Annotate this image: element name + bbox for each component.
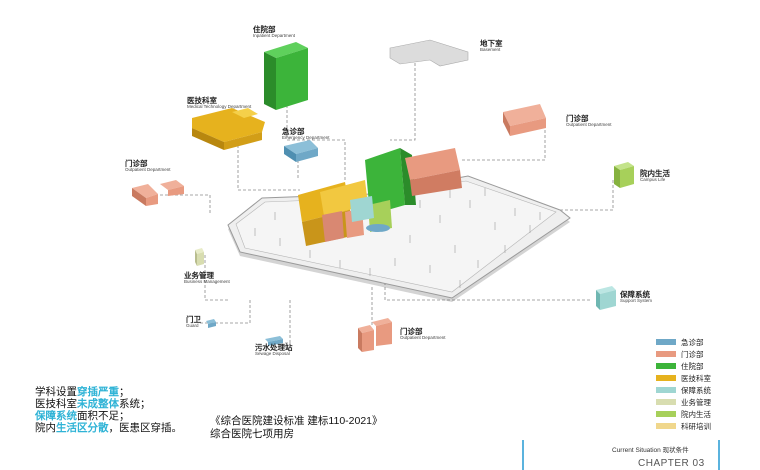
note-highlight: 生活区分散 [56,422,109,434]
label-outpatient-right-zh: 门诊部 [566,114,589,123]
label-basement-en: Basement [480,46,501,52]
label-business-en: Business Management [184,278,230,284]
label-outpatient-bottom-zh: 门诊部 [400,327,423,336]
label-inpatient: 住院部 Inpatient Department [253,26,295,39]
label-support-zh: 保障系统 [620,290,650,299]
label-outpatient-right: 门诊部 Outpatient Department [566,115,612,128]
legend-label: 住院部 [681,361,704,371]
legend-swatch [656,351,676,357]
label-outpatient-right-en: Outpatient Department [566,121,612,127]
note-line: 学科设置穿插严重； [35,386,182,398]
outpatient-left-building [132,180,184,206]
label-basement: 地下室 Basement [480,40,503,53]
label-outpatient-bottom-en: Outpatient Department [400,334,446,340]
legend-item: 医技科室 [656,372,711,384]
legend-item: 科研培训 [656,420,711,432]
legend-item: 保障系统 [656,384,711,396]
label-guard-zh: 门卫 [186,315,201,324]
legend-swatch [656,387,676,393]
label-medtech-zh: 医技科室 [187,96,217,105]
note-line: 院内生活区分散，医患区穿插。 [35,422,182,434]
label-medtech: 医技科室 Medical Technology Department [187,97,251,110]
emergency-building [284,140,318,162]
footer-divider-right [718,440,720,470]
outpatient-right-building [503,104,546,136]
color-legend: 急诊部 门诊部 住院部 医技科室 保障系统 业务管理 院内生活 科研培训 [656,336,711,432]
legend-swatch [656,375,676,381]
note-text: 系统； [119,398,151,410]
basement-slab [389,39,469,67]
label-campus-life-zh: 院内生活 [640,169,670,178]
footer-section-title: Current Situation 现状条件 [612,447,689,454]
note-text: ，医患区穿插。 [108,422,183,434]
label-outpatient-left: 门诊部 Outpatient Department [125,160,171,173]
label-emergency-zh: 急诊部 [282,127,305,136]
legend-item: 院内生活 [656,408,711,420]
standard-title: 《综合医院建设标准 建标110-2021》 [210,415,383,427]
label-medtech-en: Medical Technology Department [187,103,252,109]
label-guard-en: Guard [186,322,199,328]
legend-item: 急诊部 [656,336,711,348]
inpatient-building [264,42,308,110]
label-business-zh: 业务管理 [184,271,214,280]
label-support-en: Support System [620,297,653,303]
legend-item: 门诊部 [656,348,711,360]
note-line: 医技科室未成整体系统； [35,398,182,410]
note-text: 学科设置 [35,386,77,398]
legend-label: 院内生活 [681,409,711,419]
business-mgmt-building [195,248,204,266]
label-sewage-zh: 污水处理站 [255,343,293,352]
label-campus-life: 院内生活 Campus Life [640,170,670,183]
campus-life-building [614,162,634,188]
legend-label: 门诊部 [681,349,704,359]
guard-building [206,319,216,328]
legend-item: 住院部 [656,360,711,372]
label-business: 业务管理 Business Management [184,272,230,285]
note-highlight: 穿插严重 [77,386,119,398]
label-basement-zh: 地下室 [480,39,503,48]
note-line: 保障系统面积不足； [35,410,182,422]
label-support: 保障系统 Support System [620,291,652,304]
legend-swatch [656,423,676,429]
label-emergency-en: Emergency Department [282,134,330,140]
label-emergency: 急诊部 Emergency Department [282,128,330,141]
label-outpatient-bottom: 门诊部 Outpatient Department [400,328,446,341]
legend-label: 保障系统 [681,385,711,395]
note-text: 医技科室 [35,398,77,410]
legend-item: 业务管理 [656,396,711,408]
note-text: 面积不足； [77,410,130,422]
note-text: ； [119,386,130,398]
label-inpatient-en: Inpatient Department [253,32,296,38]
note-highlight: 未成整体 [77,398,119,410]
footer-divider-left [522,440,524,470]
label-sewage: 污水处理站 Sewage Disposal [255,344,293,357]
legend-label: 急诊部 [681,337,704,347]
label-campus-life-en: Campus Life [640,176,666,182]
legend-label: 科研培训 [681,421,711,431]
analysis-notes: 学科设置穿插严重； 医技科室未成整体系统； 保障系统面积不足； 院内生活区分散，… [35,386,182,434]
label-inpatient-zh: 住院部 [253,25,276,34]
footer-chapter: CHAPTER 03 [638,458,705,469]
label-guard: 门卫 Guard [186,316,201,329]
site-trees [254,188,541,288]
standard-reference: 《综合医院建设标准 建标110-2021》 综合医院七项用房 [210,415,383,441]
legend-label: 医技科室 [681,373,711,383]
note-text: 院内 [35,422,56,434]
label-sewage-en: Sewage Disposal [255,350,290,356]
legend-label: 业务管理 [681,397,711,407]
legend-swatch [656,339,676,345]
label-outpatient-left-en: Outpatient Department [125,166,171,172]
support-system-building [596,286,616,310]
legend-swatch [656,363,676,369]
standard-subtitle: 综合医院七项用房 [210,428,294,440]
label-outpatient-left-zh: 门诊部 [125,159,148,168]
legend-swatch [656,411,676,417]
legend-swatch [656,399,676,405]
sewage-building [265,336,283,346]
central-building-complex [298,148,462,246]
medtech-building [192,108,265,150]
outpatient-bottom-building [358,318,392,352]
note-highlight: 保障系统 [35,410,77,422]
